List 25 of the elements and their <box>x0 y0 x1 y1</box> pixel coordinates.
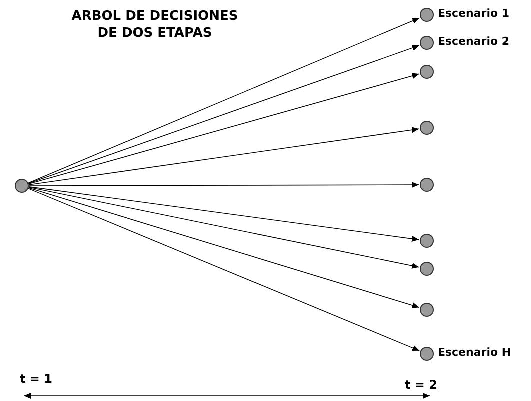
arrow <box>28 187 420 269</box>
chance-node <box>420 234 434 248</box>
chance-node <box>420 347 434 361</box>
chance-node <box>420 8 434 22</box>
chance-node <box>420 262 434 276</box>
arrow <box>28 73 420 184</box>
arrow <box>28 127 420 186</box>
chance-node <box>420 303 434 317</box>
arrow <box>28 182 420 188</box>
scenario-label: Escenario H <box>438 346 512 360</box>
arrow <box>28 186 420 242</box>
time-label: t = 1 <box>20 371 52 388</box>
scenario-label: Escenario 1 <box>438 7 510 21</box>
chance-node <box>420 65 434 79</box>
arrow <box>28 188 420 352</box>
title: ARBOL DE DECISIONES DE DOS ETAPAS <box>70 8 240 42</box>
arrow <box>28 18 420 184</box>
chance-node <box>420 178 434 192</box>
chance-node <box>420 121 434 135</box>
chance-node <box>15 179 29 193</box>
time-label: t = 2 <box>405 377 438 394</box>
scenario-label: Escenario 2 <box>438 35 510 49</box>
arrow <box>28 45 420 184</box>
chance-node <box>420 36 434 50</box>
arrow <box>28 188 420 308</box>
